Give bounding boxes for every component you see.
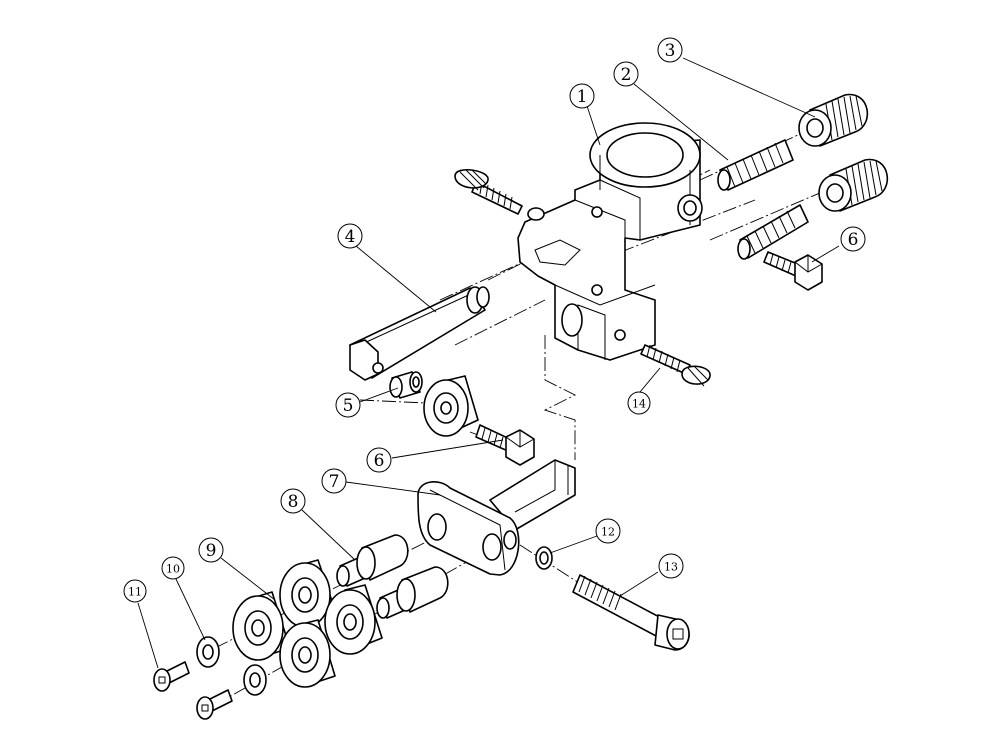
balloon-circle <box>337 223 363 249</box>
balloon-number: 9 <box>206 541 217 561</box>
part-13-cap-screw <box>572 574 690 651</box>
balloon-circle <box>321 468 347 494</box>
balloon-part-6-hex-bolt: 6 <box>366 447 392 473</box>
balloon-circle <box>335 392 361 418</box>
balloon-circle <box>627 391 651 415</box>
part-6-hex-bolt-upper <box>763 251 823 291</box>
part-9-roller-2 <box>324 584 383 655</box>
balloon-number: 4 <box>345 227 356 247</box>
balloon-part-6-hex-bolt: 6 <box>840 226 866 252</box>
balloon-circle <box>840 226 866 252</box>
part-9-roller-4 <box>279 619 336 688</box>
balloon-circle <box>657 37 683 63</box>
balloon-number: 6 <box>374 451 385 471</box>
balloon-part-11-socket-screw: 11 <box>123 579 147 603</box>
balloon-circle <box>366 447 392 473</box>
part-11-socket-screw-lower <box>196 689 233 720</box>
balloon-number: 14 <box>632 398 646 411</box>
balloon-number: 6 <box>848 230 859 250</box>
balloon-part-7-roller-arm: 7 <box>321 468 347 494</box>
balloon-number: 11 <box>128 586 142 599</box>
part-9-roller-3 <box>232 591 291 661</box>
balloon-circle <box>658 553 684 579</box>
balloon-circle <box>161 556 185 580</box>
balloon-number: 2 <box>621 65 632 85</box>
part-1-bracket <box>517 122 703 361</box>
part-14-thumb-screw-upper <box>454 168 523 215</box>
balloon-number: 5 <box>343 396 354 416</box>
part-8-roller-axle-upper <box>336 534 409 587</box>
balloon-part-5-collar: 5 <box>335 392 361 418</box>
balloon-number: 12 <box>601 526 615 539</box>
part-7-roller-arm <box>417 459 576 576</box>
balloon-number: 8 <box>288 492 299 512</box>
part-4-shaft <box>349 286 490 381</box>
balloon-number: 7 <box>329 472 340 492</box>
balloon-circle <box>280 488 306 514</box>
part-3-knurled-knob-upper <box>798 93 869 147</box>
balloon-number: 3 <box>665 41 676 61</box>
leader-lines <box>137 57 840 669</box>
part-11-socket-screw-upper <box>153 661 190 692</box>
part-10-washer-lower <box>243 664 267 696</box>
balloon-part-1-bracket: 1 <box>569 83 595 109</box>
balloon-part-12-lock-washer: 12 <box>595 518 621 544</box>
balloon-circle <box>569 83 595 109</box>
part-12-lock-washer <box>535 546 553 570</box>
balloon-number: 10 <box>166 563 180 576</box>
part-3-knurled-knob-lower <box>818 158 889 212</box>
balloon-circle <box>123 579 147 603</box>
part-5-collar <box>389 371 423 399</box>
part-6-hex-bolt-lower <box>475 424 535 466</box>
part-2-spring-lower <box>737 204 809 260</box>
balloon-number: 13 <box>664 561 678 574</box>
balloon-part-4-shaft: 4 <box>337 223 363 249</box>
balloon-part-8-roller-axle: 8 <box>280 488 306 514</box>
part-2-spring-upper <box>717 139 794 191</box>
balloon-part-13-cap-screw: 13 <box>658 553 684 579</box>
part-10-washer-upper <box>196 636 220 668</box>
balloon-part-2-spring: 2 <box>613 61 639 87</box>
balloon-circle <box>613 61 639 87</box>
balloon-part-9-roller: 9 <box>198 537 224 563</box>
balloon-part-3-knurled-knob: 3 <box>657 37 683 63</box>
part-9-roller-1 <box>279 559 336 628</box>
balloon-part-10-washer: 10 <box>161 556 185 580</box>
balloon-circle <box>595 518 621 544</box>
balloon-part-14-thumb-screw: 14 <box>627 391 651 415</box>
balloon-circle <box>198 537 224 563</box>
balloon-number: 1 <box>577 87 588 107</box>
part-8-roller-axle-lower <box>376 566 449 619</box>
part-14-thumb-screw-lower <box>640 344 711 387</box>
upper-bearing <box>423 375 479 437</box>
